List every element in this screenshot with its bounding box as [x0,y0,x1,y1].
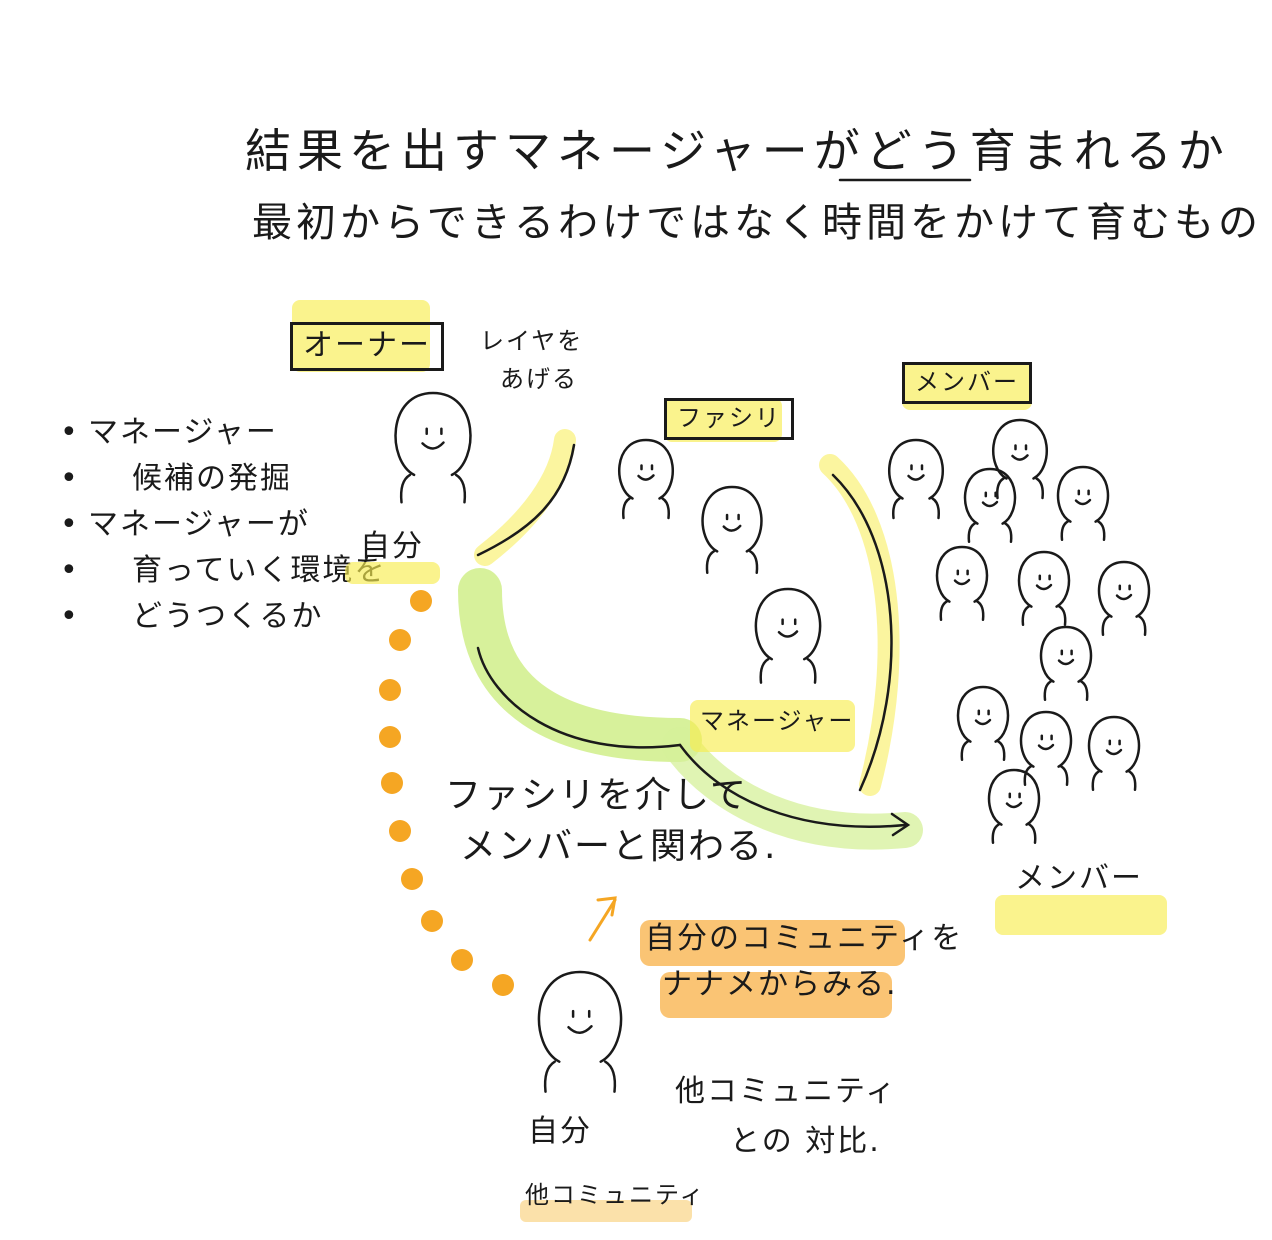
self-top-highlight [345,562,440,584]
members-box-label: メンバー [902,362,1032,404]
person-facili-2 [701,485,763,575]
note-item-1-line2: 候補の発掘 [132,461,292,496]
person-member-2 [992,418,1048,500]
diagram-title: 結果を出すマネージャーがどう育まれるか [245,124,1230,178]
raise-layer-label-1: レイヤを [480,327,584,355]
arcs [476,178,972,837]
person-member-11 [1087,715,1141,792]
orange-arrow [588,896,617,942]
owner-highlight [292,300,430,372]
view-label-2: ナナメからみる. [662,967,898,1002]
manager-highlight [690,700,855,752]
person-member-12 [987,768,1041,845]
note-item-1-cont: 候補の発掘 [60,456,387,502]
note-item-2-line1: マネージャーが [88,507,310,542]
highlight-strokes [458,429,923,850]
person-member-6 [1017,550,1071,627]
other-community-label: 他コミュニティ [525,1181,706,1209]
person-member-1 [888,438,944,520]
person-manager [754,587,822,684]
compare-label-1: 他コミュニティ [675,1074,898,1109]
arc-owner-to-self [476,443,576,557]
compare-label-2: との 対比. [730,1124,881,1159]
person-member-3 [963,467,1017,544]
path-dot [379,679,401,701]
people-figures [394,391,1151,1093]
self-top-label: 自分 [360,529,424,564]
facili-highlight [664,398,782,442]
path-dot [381,772,403,794]
via-facili-label-1: ファシリを介して [445,775,748,816]
arrow-head [890,812,911,837]
path-dot [451,949,473,971]
facili-label: ファシリ [664,398,794,440]
manager-label: マネージャー [700,707,855,735]
arrow-manager-to-members [678,743,907,828]
self-bottom-label: 自分 [528,1114,592,1149]
note-item-2: マネージャーが [60,502,387,548]
person-self-bottom [537,970,623,1093]
path-dot [492,974,514,996]
note-item-2-line3: どうつくるか [132,599,324,634]
arc-self-to-manager [476,646,682,749]
person-member-8 [1039,625,1093,702]
other-community-highlight [520,1200,692,1222]
path-dot [401,868,423,890]
members-bottom-label: メンバー [1015,861,1143,896]
person-member-9 [956,685,1010,762]
arc-manager-to-members [831,473,893,792]
view-label-1: 自分のコミュニティを [645,921,964,956]
person-owner [394,391,472,504]
person-member-4 [1056,465,1110,542]
person-facili-1 [618,438,674,520]
note-item-2-line2: 育っていく環境を [132,553,387,588]
path-dot [410,590,432,612]
diagram-subtitle: 最初からできるわけではなく時間をかけて育むもの [252,200,1262,246]
via-facili-label-2: メンバーと関わる. [460,826,778,867]
green-arc-highlight [458,568,702,762]
note-item-2-cont-a: 育っていく環境を [60,548,387,594]
note-item-1-line1: マネージャー [88,415,278,450]
raise-layer-label-2: あげる [500,365,578,393]
notes-list: マネージャー 候補の発掘 マネージャーが 育っていく環境を どうつくるか [60,410,387,640]
path-dot [389,820,411,842]
path-dot [421,910,443,932]
note-item-2-cont-b: どうつくるか [60,594,387,640]
owner-label: オーナー [290,322,444,371]
view-highlight-1 [640,920,905,966]
person-member-7 [1097,560,1151,637]
path-dot [389,629,411,651]
path-dot [379,726,401,748]
note-item-1: マネージャー [60,410,387,456]
view-highlight-2 [660,972,892,1018]
person-member-5 [935,545,989,622]
members-bottom-highlight [995,895,1167,935]
